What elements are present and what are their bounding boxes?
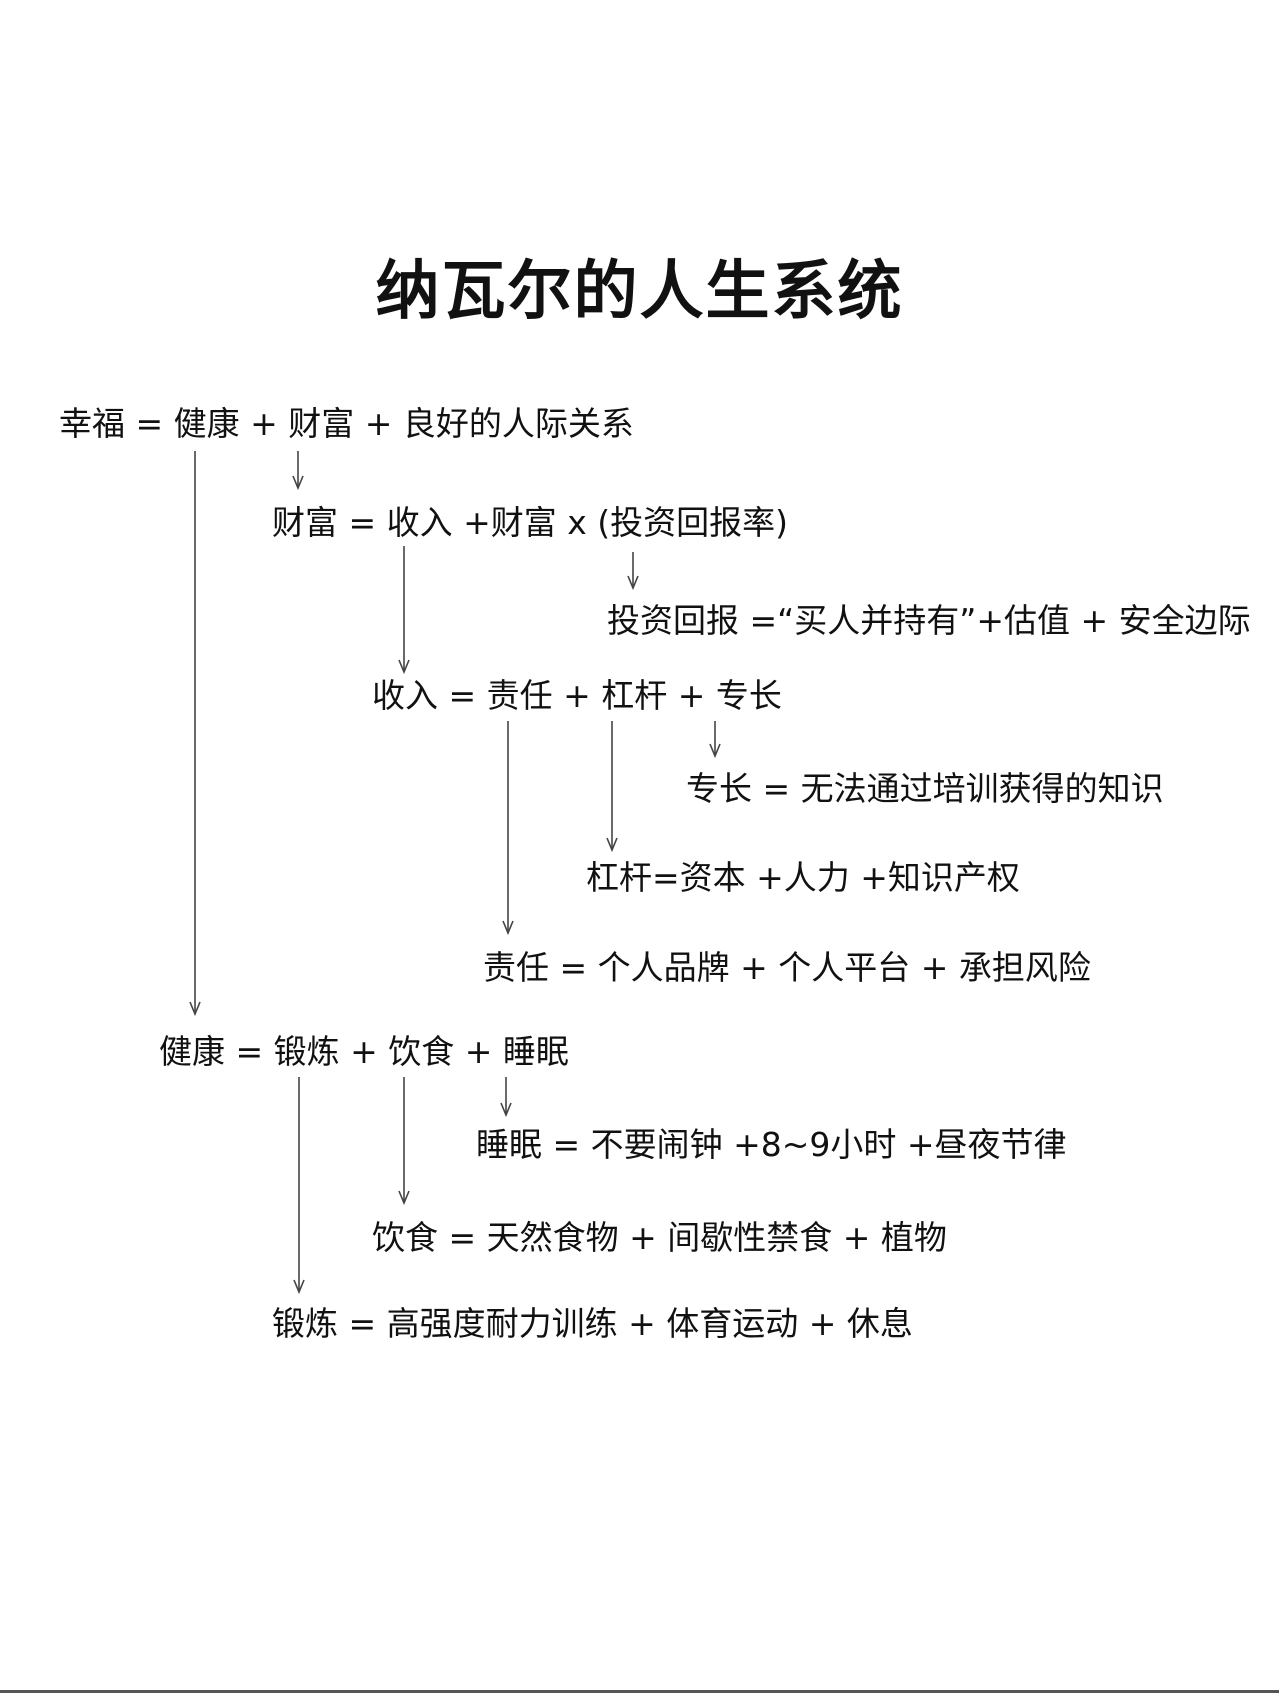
arrow-health-to-sleep xyxy=(500,1077,512,1118)
equation-expertise: 专长 = 无法通过培训获得的知识 xyxy=(686,769,1164,808)
arrow-income-to-responsibility xyxy=(502,721,514,936)
equation-wealth: 财富 = 收入 +财富 x (投资回报率) xyxy=(272,503,789,542)
arrow-health-to-exercise xyxy=(293,1077,305,1295)
equation-sleep: 睡眠 = 不要闹钟 +8~9小时 +昼夜节律 xyxy=(476,1125,1067,1164)
equation-exercise: 锻炼 = 高强度耐力训练 + 体育运动 + 休息 xyxy=(272,1304,913,1343)
equation-income: 收入 = 责任 + 杠杆 + 专长 xyxy=(372,676,782,715)
equation-diet: 饮食 = 天然食物 + 间歇性禁食 + 植物 xyxy=(372,1218,947,1257)
arrow-happiness-to-health xyxy=(189,451,201,1017)
bottom-divider xyxy=(0,1690,1279,1693)
arrow-health-to-diet xyxy=(398,1077,410,1206)
equation-leverage: 杠杆=资本 +人力 +知识产权 xyxy=(586,858,1020,897)
arrow-income-to-expertise xyxy=(709,721,721,759)
equation-health: 健康 = 锻炼 + 饮食 + 睡眠 xyxy=(159,1032,569,1071)
equation-happiness: 幸福 = 健康 + 财富 + 良好的人际关系 xyxy=(59,404,634,443)
arrow-happiness-to-wealth xyxy=(292,451,304,491)
equation-responsibility: 责任 = 个人品牌 + 个人平台 + 承担风险 xyxy=(483,948,1091,987)
equation-investment-return: 投资回报 =“买人并持有”+估值 + 安全边际 xyxy=(607,601,1251,640)
arrow-income-to-leverage xyxy=(606,721,618,853)
page-title: 纳瓦尔的人生系统 xyxy=(375,255,904,329)
arrow-wealth-to-investment-return xyxy=(627,552,639,591)
arrow-wealth-to-income xyxy=(398,546,410,675)
